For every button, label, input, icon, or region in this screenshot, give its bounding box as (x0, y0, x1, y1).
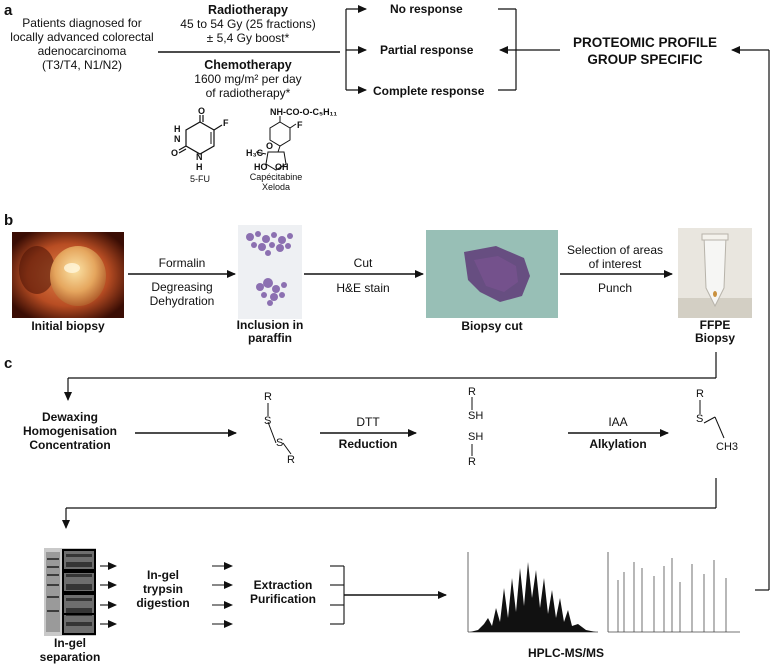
capecitabine-name: Capécitabine (249, 172, 303, 182)
patients-line-3: adenocarcinoma (37, 44, 127, 58)
chemotherapy-title: Chemotherapy (204, 58, 292, 72)
homogenisation-label: Homogenisation (22, 424, 117, 438)
ffpe-caption-line2: Biopsy (694, 331, 735, 345)
chemotherapy-dose: 1600 mg/m² per day (194, 72, 302, 86)
radiotherapy-title: Radiotherapy (208, 3, 288, 17)
ffpe-caption: FFPE Biopsy (678, 319, 752, 345)
dewaxing-label: Dewaxing (41, 410, 98, 424)
inclusion-caption: Inclusion in paraffin (220, 319, 320, 345)
panel-label-c: c (4, 355, 13, 372)
alkyl-ch3: CH3 (716, 441, 739, 453)
radiotherapy-block: Radiotherapy 45 to 54 Gy (25 fractions) … (160, 3, 336, 45)
disulfide-s2: S (276, 437, 284, 449)
extraction-label: Extraction (253, 578, 313, 592)
mass-spectra-image (458, 548, 748, 640)
hplc-caption: HPLC-MS/MS (528, 646, 604, 660)
cape-ring-oxygen: O (266, 141, 274, 151)
5fu-h3: H (196, 162, 203, 172)
trypsin-line1: In-gel (147, 568, 179, 582)
radiotherapy-dose: 45 to 54 Gy (25 fractions) (180, 17, 316, 31)
trypsin-line2: trypsin (142, 582, 183, 596)
thiol-sh-top: SH (468, 410, 484, 422)
panel-label-a: a (4, 2, 13, 19)
thiol-sh-bottom: SH (468, 431, 484, 443)
response-partial: Partial response (380, 43, 474, 57)
proteomic-profile: PROTEOMIC PROFILE GROUP SPECIFIC (560, 34, 730, 68)
proteomic-line-1: PROTEOMIC PROFILE (572, 35, 717, 50)
cape-methyl: H₃C (246, 148, 264, 158)
biopsy-cut-image (426, 230, 558, 318)
degreasing-label: Degreasing (151, 280, 213, 294)
inclusion-caption-line2: paraffin (247, 331, 292, 345)
punch-label: Punch (597, 281, 633, 295)
5fu-structure-icon (178, 115, 223, 155)
patients-line-2: locally advanced colorectal (10, 30, 154, 44)
disulfide-s1: S (264, 415, 272, 427)
chemotherapy-schedule: of radiotherapy* (205, 86, 291, 100)
endoscopy-photo (12, 232, 124, 318)
patients-text: Patients diagnosed for locally advanced … (4, 16, 160, 72)
capecitabine-structure-icon (255, 116, 297, 171)
proteomic-line-2: GROUP SPECIFIC (587, 52, 703, 67)
cape-ho: HO (254, 162, 268, 172)
5fu-label: 5-FU (190, 174, 210, 184)
response-complete: Complete response (373, 84, 485, 98)
extraction-purification: Extraction Purification (238, 578, 328, 606)
ingel-sep-line1: In-gel (54, 636, 86, 650)
iaa-label: IAA (608, 415, 628, 429)
radiotherapy-boost: ± 5,4 Gy boost* (206, 31, 290, 45)
paraffin-inclusion-image (238, 225, 302, 319)
5fu-oxygen-bottom: O (171, 148, 179, 158)
panel-label-b: b (4, 212, 14, 229)
5fu-oxygen-top: O (198, 106, 206, 116)
disulfide-r-top: R (264, 391, 272, 403)
trypsin-line3: digestion (136, 596, 190, 610)
capecitabine-sidechain: NH-CO-O-C₅H₁₁ (270, 107, 338, 117)
5fu-fluorine: F (223, 118, 229, 128)
dtt-label: DTT (356, 415, 380, 429)
he-stain-label: H&E stain (336, 281, 390, 295)
ingel-sep-line2: separation (39, 650, 101, 664)
cape-fluorine: F (297, 120, 303, 130)
patients-line-4: (T3/T4, N1/N2) (41, 58, 122, 72)
trypsin-digestion: In-gel trypsin digestion (118, 568, 208, 610)
capecitabine-label: Capécitabine Xeloda (246, 172, 306, 192)
5fu-n1-atom: N (174, 134, 181, 144)
alkyl-r: R (696, 388, 704, 400)
selection-label-2: of interest (588, 257, 642, 271)
formalin-label: Formalin (158, 256, 206, 270)
response-none: No response (390, 2, 463, 16)
5fu-n3-atom: N (196, 152, 203, 162)
5fu-h1: H (174, 124, 181, 134)
initial-biopsy-caption: Initial biopsy (31, 319, 105, 333)
purification-label: Purification (249, 592, 316, 606)
alkylation-label: Alkylation (589, 437, 647, 451)
cape-oh: OH (275, 162, 289, 172)
dehydration-label: Dehydration (149, 294, 215, 308)
reduction-label: Reduction (338, 437, 398, 451)
selection-label-1: Selection of areas (566, 243, 664, 257)
concentration-label: Concentration (29, 438, 111, 452)
dewaxing-block: Dewaxing Homogenisation Concentration (10, 410, 130, 452)
thiol-r-top: R (468, 386, 476, 398)
ffpe-tube-image (678, 228, 752, 318)
patients-line-1: Patients diagnosed for (22, 16, 142, 30)
thiol-r-bottom: R (468, 456, 476, 468)
biopsy-cut-caption: Biopsy cut (461, 319, 523, 333)
gel-image (44, 548, 96, 636)
disulfide-r-bottom: R (287, 454, 295, 466)
inclusion-caption-line1: Inclusion in (236, 318, 304, 332)
chemotherapy-block: Chemotherapy 1600 mg/m² per day of radio… (160, 58, 336, 100)
xeloda-name: Xeloda (261, 182, 291, 192)
ingel-separation-caption: In-gel separation (30, 636, 110, 664)
ffpe-caption-line1: FFPE (699, 318, 731, 332)
alkyl-s: S (696, 413, 704, 425)
cut-label: Cut (353, 256, 373, 270)
